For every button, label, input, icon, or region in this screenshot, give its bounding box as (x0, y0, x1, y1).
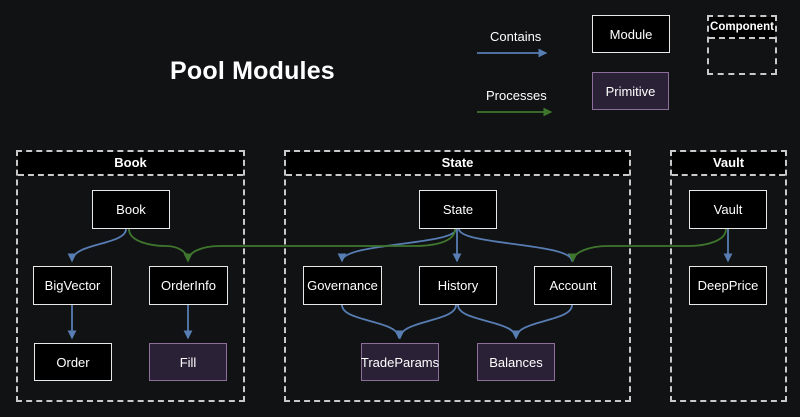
container-book: Book (16, 150, 245, 402)
node-bigvector: BigVector (33, 266, 112, 305)
container-book-title: Book (18, 152, 243, 176)
container-vault: Vault (670, 150, 787, 402)
node-account: Account (534, 266, 612, 305)
legend-component-sample: Component (707, 15, 777, 75)
node-balances: Balances (477, 343, 555, 381)
node-state: State (419, 190, 497, 229)
container-state: State (284, 150, 631, 402)
container-state-title: State (286, 152, 629, 176)
node-tradeparams: TradeParams (361, 343, 439, 381)
node-deepprice: DeepPrice (689, 266, 767, 305)
node-history: History (419, 266, 497, 305)
legend-contains-label: Contains (490, 29, 542, 44)
node-book: Book (92, 190, 170, 229)
node-vault: Vault (689, 190, 767, 229)
legend-primitive-sample: Primitive (592, 72, 669, 110)
node-order: Order (34, 343, 112, 381)
node-governance: Governance (303, 266, 382, 305)
node-fill: Fill (149, 343, 227, 381)
legend-component-label: Component (709, 17, 775, 39)
node-orderinfo: OrderInfo (149, 266, 228, 305)
legend-module-sample: Module (592, 15, 670, 53)
page-title: Pool Modules (170, 57, 335, 85)
container-vault-title: Vault (672, 152, 785, 176)
legend-processes-label: Processes (486, 88, 547, 103)
